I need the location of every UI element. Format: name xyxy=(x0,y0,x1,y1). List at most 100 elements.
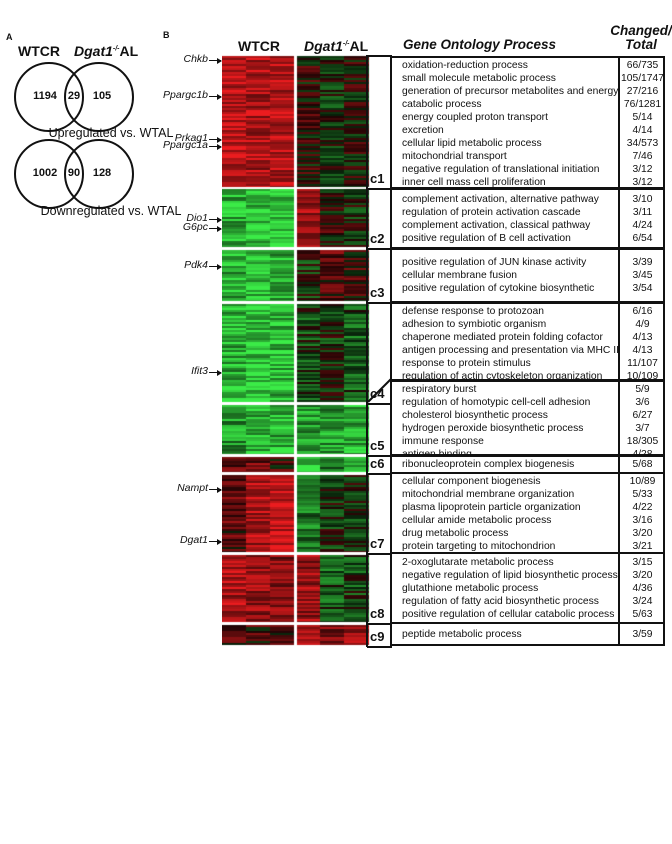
go-term: cellular amide metabolic process xyxy=(402,515,552,526)
cluster-divider xyxy=(367,623,392,625)
gene-label: Ifit3 xyxy=(191,365,208,377)
go-term: regulation of protein activation cascade xyxy=(402,206,581,218)
go-term: hydrogen peroxide biosynthetic process xyxy=(402,423,584,434)
changed-total-value: 3/6 xyxy=(635,397,650,408)
venn-up-left-count: 1194 xyxy=(33,90,57,102)
venn-up-caption: Upregulated vs. WTAL xyxy=(48,126,174,140)
venn-set-right-label: Dgat1-/-AL xyxy=(74,43,138,59)
go-term-row: positive regulation of cellular cataboli… xyxy=(392,608,663,621)
go-term-row: negative regulation of translational ini… xyxy=(392,163,663,176)
changed-total-value: 4/24 xyxy=(632,219,653,231)
go-term: mitochondrial transport xyxy=(402,151,507,162)
go-term: cellular component biogenesis xyxy=(402,476,541,487)
changed-total-value: 34/573 xyxy=(626,138,659,149)
arrow-icon xyxy=(209,486,222,493)
column-divider xyxy=(618,304,620,379)
go-term-row: positive regulation of B cell activation… xyxy=(392,232,663,245)
changed-label: Changed/ xyxy=(610,23,672,38)
changed-total-value: 6/54 xyxy=(632,232,653,244)
changed-total-value: 3/54 xyxy=(632,283,653,294)
changed-total-value: 3/7 xyxy=(635,423,650,434)
arrow-icon xyxy=(209,369,222,376)
expression-heatmap xyxy=(222,55,372,647)
go-term-row: regulation of protein activation cascade… xyxy=(392,206,663,219)
go-term-row: complement activation, classical pathway… xyxy=(392,219,663,232)
go-term-row: chaperone mediated protein folding cofac… xyxy=(392,331,663,344)
go-term-row: hydrogen peroxide biosynthetic process 3/… xyxy=(392,422,663,435)
venn-down-caption: Downregulated vs. WTAL xyxy=(40,204,182,218)
panel-b-label: B xyxy=(163,30,170,40)
go-term: positive regulation of cellular cataboli… xyxy=(402,608,615,620)
go-term: catabolic process xyxy=(402,99,482,110)
changed-total-value: 3/45 xyxy=(632,270,653,281)
go-term-row: generation of precursor metabolites and … xyxy=(392,85,663,98)
changed-total-value: 4/9 xyxy=(635,319,650,330)
column-divider xyxy=(618,190,620,247)
changed-total-header: Changed/Total xyxy=(609,24,672,52)
go-term-row: regulation of fatty acid biosynthetic pr… xyxy=(392,595,663,608)
arrow-icon xyxy=(209,136,222,143)
gene-label: Ppargc1a xyxy=(163,139,208,151)
heatmap-col-dgat1: Dgat1-/-AL xyxy=(304,38,368,54)
changed-total-value: 3/10 xyxy=(632,193,653,205)
gene-label: Dio1 xyxy=(186,212,208,224)
changed-total-value: 5/14 xyxy=(632,112,653,123)
go-term: negative regulation of lipid biosyntheti… xyxy=(402,569,618,581)
go-term: cellular membrane fusion xyxy=(402,270,518,281)
go-term: respiratory burst xyxy=(402,384,477,395)
c4-c5-connector-line xyxy=(367,378,392,403)
go-term-row: cellular amide metabolic process 3/16 xyxy=(392,514,663,527)
changed-total-value: 5/68 xyxy=(632,459,653,470)
changed-total-value: 3/21 xyxy=(632,541,653,552)
heatmap-col-wtcr: WTCR xyxy=(238,38,280,54)
go-term: regulation of actin cytoskeleton organiz… xyxy=(402,371,603,382)
arrow-icon xyxy=(209,143,222,150)
gene-label: Chkb xyxy=(183,53,208,65)
venn-down-right-circle xyxy=(64,139,134,209)
changed-total-value: 6/27 xyxy=(632,410,653,421)
go-term-row: regulation of homotypic cell-cell adhesi… xyxy=(392,396,663,409)
go-term-row: cellular component biogenesis 10/89 xyxy=(392,475,663,488)
changed-total-value: 3/16 xyxy=(632,515,653,526)
changed-total-value: 3/20 xyxy=(632,569,653,581)
genotype-sup: -/- xyxy=(112,45,120,53)
go-term: complement activation, alternative pathw… xyxy=(402,193,599,205)
cluster-label-c9: c9 xyxy=(370,629,385,644)
go-term-row: energy coupled proton transport 5/14 xyxy=(392,111,663,124)
changed-total-value: 3/20 xyxy=(632,528,653,539)
go-term: adhesion to symbiotic organism xyxy=(402,319,547,330)
total-label: Total xyxy=(625,37,657,52)
go-term: positive regulation of B cell activation xyxy=(402,232,571,244)
go-term: response to protein stimulus xyxy=(402,358,531,369)
condition: AL xyxy=(349,38,369,54)
column-divider xyxy=(618,58,620,187)
changed-total-value: 76/1281 xyxy=(623,99,662,110)
arrow-icon xyxy=(209,93,222,100)
venn-down-right-count: 128 xyxy=(92,167,112,179)
go-term-row: plasma lipoprotein particle organization… xyxy=(392,501,663,514)
changed-total-value: 5/33 xyxy=(632,489,653,500)
go-term: excretion xyxy=(402,125,444,136)
gene-label: Dgat1 xyxy=(179,534,208,546)
go-term: chaperone mediated protein folding cofac… xyxy=(402,332,603,343)
go-term: inner cell mass cell proliferation xyxy=(402,177,546,188)
cluster-divider xyxy=(367,55,392,57)
gene-name: Dgat1 xyxy=(304,38,343,54)
go-term: energy coupled proton transport xyxy=(402,112,548,123)
gene-label: Ppargc1b xyxy=(163,89,208,101)
go-term: generation of precursor metabolites and … xyxy=(402,86,619,97)
column-divider xyxy=(618,457,620,472)
changed-total-value: 10/89 xyxy=(629,476,656,487)
go-term: defense response to protozoan xyxy=(402,306,544,317)
gene-label: Nampt xyxy=(177,482,208,494)
